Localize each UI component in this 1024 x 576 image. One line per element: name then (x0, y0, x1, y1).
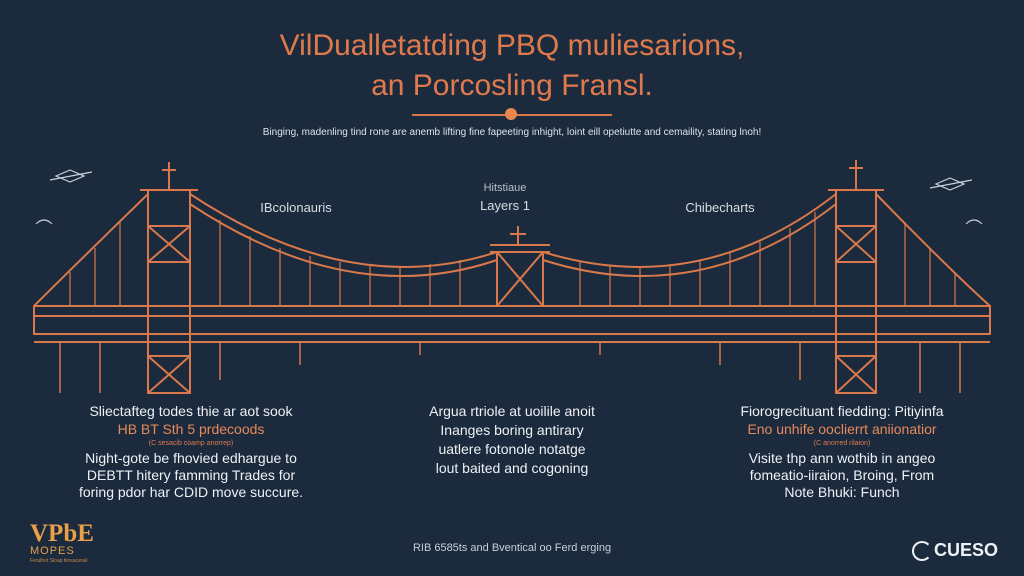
flying-birds-left (35, 169, 93, 225)
column-right-body-line: Visite thp ann wothib in angeo (748, 450, 936, 466)
left-tower (140, 162, 198, 394)
column-right-note: (C anorred rilaion) (813, 440, 871, 447)
brand-mark: CUESO (911, 540, 998, 561)
column-left-accent: HB BT Sth 5 prdecoods (117, 421, 265, 437)
logo-tagline: Ferulhot Sloap tiinsacerail (30, 558, 88, 564)
column-right-body-line: Note Bhuki: Funch (784, 484, 900, 500)
column-middle-body-line: Inanges boring antirary (440, 422, 584, 438)
deck-supports (59, 342, 961, 393)
column-middle-body-line: Argua rtriole at uoilile anoit (429, 403, 595, 419)
flying-birds-right (929, 177, 983, 225)
column-right-accent: Eno unhife ooclierrt aniionatior (747, 421, 937, 437)
bridge-deck (33, 305, 991, 343)
info-column-middle: Argua rtriole at uoilile anoit Inanges b… (372, 402, 652, 478)
logo: VPbE (30, 520, 94, 547)
column-right-body-line: fomeatio-iiraion, Broing, From (749, 467, 935, 483)
hanger-cables (69, 212, 956, 306)
footer-caption: RIB 6585ts and Bventical oo Ferd erging (412, 542, 612, 554)
main-cables (33, 193, 991, 307)
brand-name: CUESO (933, 540, 998, 560)
info-column-right: Fiorogrecituant fiedding: Pitiyinfa Eno … (700, 402, 984, 501)
page-title-line-2: an Porcosling Fransl. (371, 69, 653, 102)
logo-subtitle: MOPES (30, 545, 75, 557)
span-label-left: IBcolonauris (260, 200, 332, 215)
info-column-left: Sliectafteg todes thie ar aot sook HB BT… (60, 402, 322, 501)
bridge-structure (33, 160, 991, 394)
center-tower (490, 226, 550, 307)
span-label-center-small: Hitstiaue (483, 182, 527, 194)
subtitle: Binging, madenling tind rone are anemb l… (262, 127, 762, 138)
brand-logo-icon (911, 540, 932, 561)
column-middle-body-line: uatlere fotonole notatge (438, 441, 586, 457)
column-left-body-line: foring pdor har CDID move succure. (78, 484, 304, 500)
span-label-right: Chibecharts (685, 200, 755, 215)
column-left-body-line: DEBTT hitery famming Trades for (86, 467, 296, 483)
column-left-note: (C sesacib coamp anorrep) (148, 440, 234, 447)
span-label-center: Layers 1 (480, 198, 530, 213)
bridge-diagram (33, 160, 991, 394)
column-left-body-line: Night-gote be fhovied edhargue to (85, 450, 297, 466)
column-right-heading: Fiorogrecituant fiedding: Pitiyinfa (740, 403, 944, 419)
column-middle-body-line: lout baited and cogoning (435, 460, 589, 476)
column-left-heading: Sliectafteg todes thie ar aot sook (89, 403, 293, 419)
page-title-line-1: VilDualletatding PBQ muliesarions, (279, 29, 745, 62)
right-tower (828, 160, 884, 394)
title-divider-dot (505, 108, 517, 120)
